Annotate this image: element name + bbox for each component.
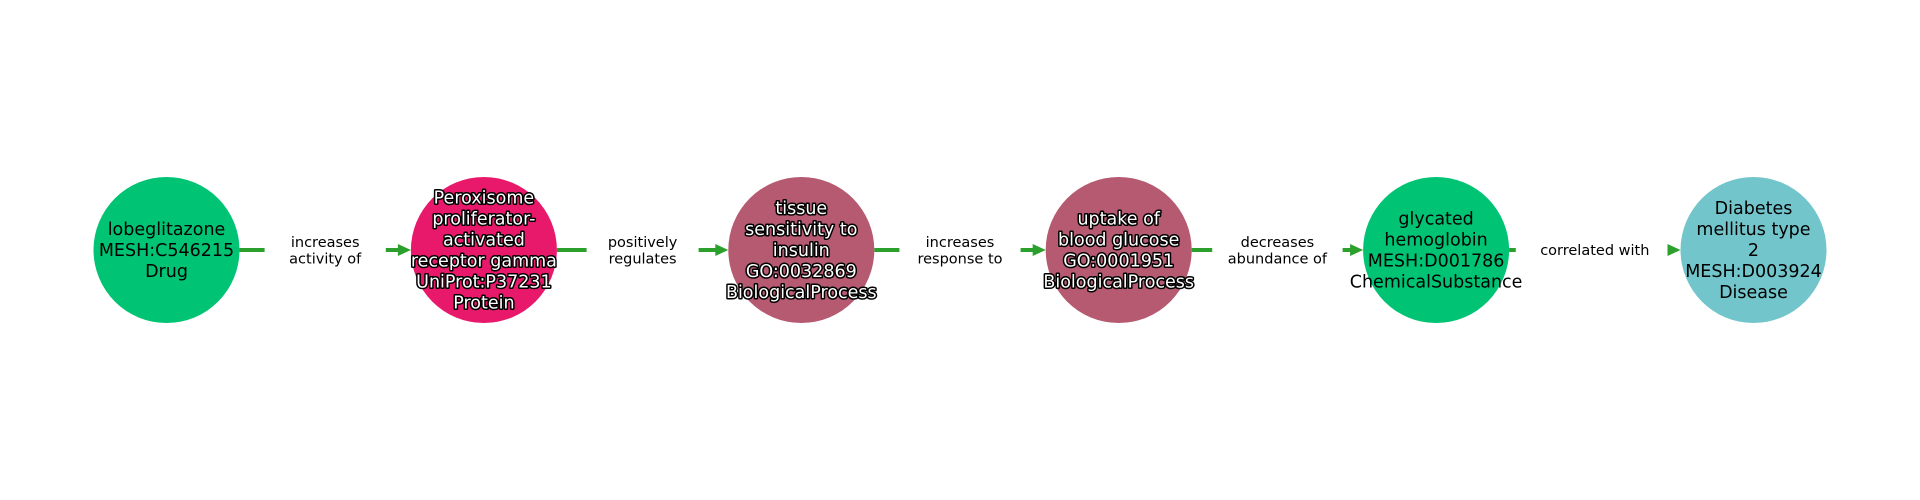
node-label: sensitivity to (745, 220, 857, 240)
graph-node[interactable]: Peroxisomeproliferator-activatedreceptor… (409, 177, 558, 323)
node-label: tissue (775, 199, 827, 219)
edge: correlated with (1509, 243, 1681, 259)
node-label: GO:0032869 (746, 262, 857, 282)
node-label: Peroxisome (434, 189, 535, 209)
node-label: MESH:D003924 (1685, 262, 1822, 282)
node-label: Drug (145, 262, 188, 282)
node-label: hemoglobin (1384, 231, 1487, 251)
arrow-head-icon (397, 244, 411, 256)
node-label: GO:0001951 (1063, 252, 1174, 272)
node-label: lobeglitazone (108, 220, 226, 240)
edge-label: regulates (609, 251, 677, 267)
node-label: BiologicalProcess (1043, 273, 1194, 293)
arrow-head-icon (715, 244, 729, 256)
node-label: ChemicalSubstance (1350, 273, 1523, 293)
node-label: MESH:C546215 (99, 241, 234, 261)
graph-node[interactable]: glycatedhemoglobinMESH:D001786ChemicalSu… (1350, 177, 1523, 323)
node-label: activated (443, 231, 525, 251)
node-circle[interactable] (728, 177, 875, 323)
node-label: BiologicalProcess (726, 283, 877, 303)
node-label: Disease (1719, 283, 1788, 303)
edge-label: positively (608, 235, 678, 251)
node-circle[interactable] (93, 177, 240, 323)
node-label: insulin (773, 241, 830, 261)
node-circle[interactable] (1680, 177, 1827, 323)
node-label: blood glucose (1058, 231, 1179, 251)
node-label: Diabetes (1715, 199, 1793, 219)
arrow-head-icon (1350, 244, 1364, 256)
node-label: glycated (1398, 210, 1473, 230)
arrow-head-icon (1667, 244, 1681, 256)
node-label: uptake of (1077, 210, 1160, 230)
node-circle[interactable] (410, 177, 557, 323)
edge-label: correlated with (1540, 243, 1649, 259)
edge-label: response to (917, 251, 1002, 267)
edge-label: increases (291, 235, 360, 251)
edge-label: activity of (289, 251, 362, 267)
node-label: 2 (1748, 241, 1759, 261)
node-label: proliferator- (432, 210, 535, 230)
node-circle[interactable] (1045, 177, 1192, 323)
edge-label: decreases (1241, 235, 1315, 251)
node-label: MESH:D001786 (1368, 252, 1505, 272)
node-label: UniProt:P37231 (416, 273, 552, 293)
arrow-head-icon (1032, 244, 1046, 256)
edge-label: abundance of (1228, 251, 1328, 267)
node-label: receptor gamma (411, 252, 557, 272)
node-label: Protein (453, 294, 514, 314)
node-circle[interactable] (1363, 177, 1510, 323)
edge-label: increases (926, 235, 995, 251)
node-label: mellitus type (1696, 220, 1810, 240)
